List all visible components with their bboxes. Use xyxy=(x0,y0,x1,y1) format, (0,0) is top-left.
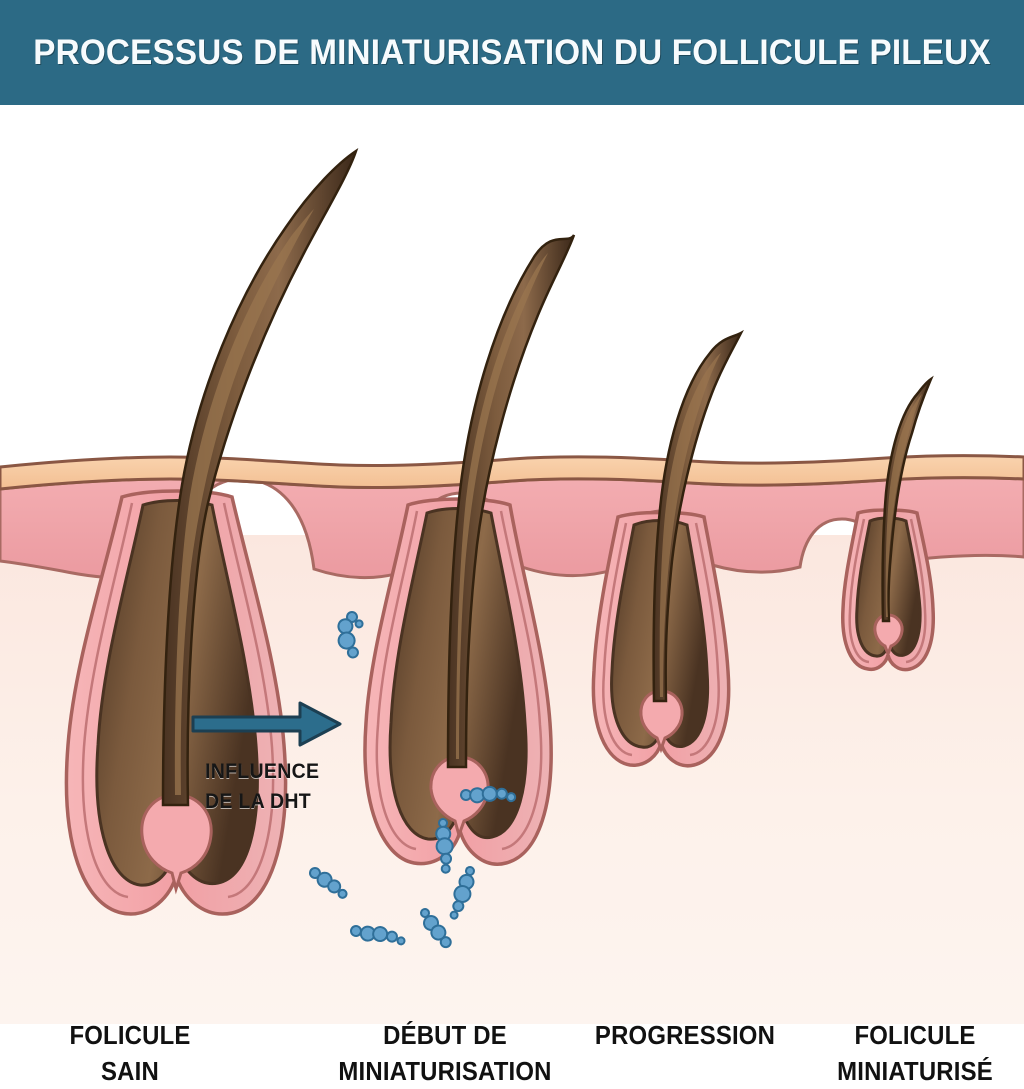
stage-caption-4: FOLICULE MINIATURISÉ xyxy=(809,1017,1021,1089)
follicle-stage-4 xyxy=(841,375,936,672)
title-banner: PROCESSUS DE MINIATURISATION DU FOLLICUL… xyxy=(0,0,1024,105)
follicle-4-hair-highlight xyxy=(885,394,922,617)
follicle-miniaturisation-illustration xyxy=(0,147,1024,1024)
stage-caption-2-line-2: MINIATURISATION xyxy=(338,1056,552,1086)
follicle-1-inner-line-right xyxy=(222,502,275,899)
follicle-3-inner-line xyxy=(602,522,633,757)
dht-molecules xyxy=(309,611,517,949)
follicle-1-papilla xyxy=(140,793,213,895)
follicle-3-hair-highlight xyxy=(659,353,721,697)
stage-caption-2-line-1: DÉBUT DE xyxy=(383,1020,507,1050)
follicle-2-hair-highlight xyxy=(456,253,548,759)
stage-caption-1: FOLICULE SAIN xyxy=(29,1017,231,1089)
follicle-2-inner-line xyxy=(375,510,419,851)
stage-caption-4-line-1: FOLICULE xyxy=(854,1020,976,1050)
dht-molecule xyxy=(309,867,348,899)
follicle-4-papilla xyxy=(873,613,904,659)
dht-influence-label: INFLUENCE DE LA DHT xyxy=(205,757,319,817)
page-title: PROCESSUS DE MINIATURISATION DU FOLLICUL… xyxy=(33,32,991,72)
follicle-stage-3 xyxy=(591,329,744,768)
follicle-1-inner-line xyxy=(81,502,134,899)
follicle-3-papilla xyxy=(639,689,684,754)
dht-label-line-1: INFLUENCE xyxy=(205,760,320,783)
dht-molecule xyxy=(420,908,452,949)
follicle-2-inner-line-right xyxy=(499,510,543,851)
follicle-stage-2 xyxy=(363,234,576,866)
stage-caption-1-line-2: SAIN xyxy=(101,1056,159,1086)
illustration-area: INFLUENCE DE LA DHT FOLICULE SAIN DÉBUT … xyxy=(0,105,1024,1086)
stage-caption-1-line-1: FOLICULE xyxy=(69,1020,191,1050)
follicle-3-inner-line-right xyxy=(689,522,720,757)
follicle-2-papilla xyxy=(429,755,490,840)
follicle-4-inner-line-right xyxy=(905,518,927,664)
stage-caption-4-line-2: MINIATURISÉ xyxy=(837,1056,993,1086)
stage-caption-3-line-1: PROGRESSION xyxy=(594,1020,776,1050)
dht-molecule xyxy=(337,611,364,659)
follicle-stage-1 xyxy=(64,147,359,916)
dht-molecule xyxy=(460,785,517,804)
dht-molecule xyxy=(435,818,454,874)
stage-caption-2: DÉBUT DE MINIATURISATION xyxy=(307,1017,583,1089)
dht-influence-arrow xyxy=(191,701,342,747)
dht-label-line-2: DE LA DHT xyxy=(205,790,311,813)
epidermis-layer xyxy=(0,454,1024,491)
follicle-2-hair-shaft xyxy=(446,234,576,769)
dht-molecule xyxy=(449,866,475,920)
stage-caption-3: PROGRESSION xyxy=(556,1017,814,1053)
follicle-1-hair-highlight xyxy=(174,209,314,795)
dht-molecule xyxy=(350,925,406,946)
follicle-4-inner-line xyxy=(848,518,870,664)
